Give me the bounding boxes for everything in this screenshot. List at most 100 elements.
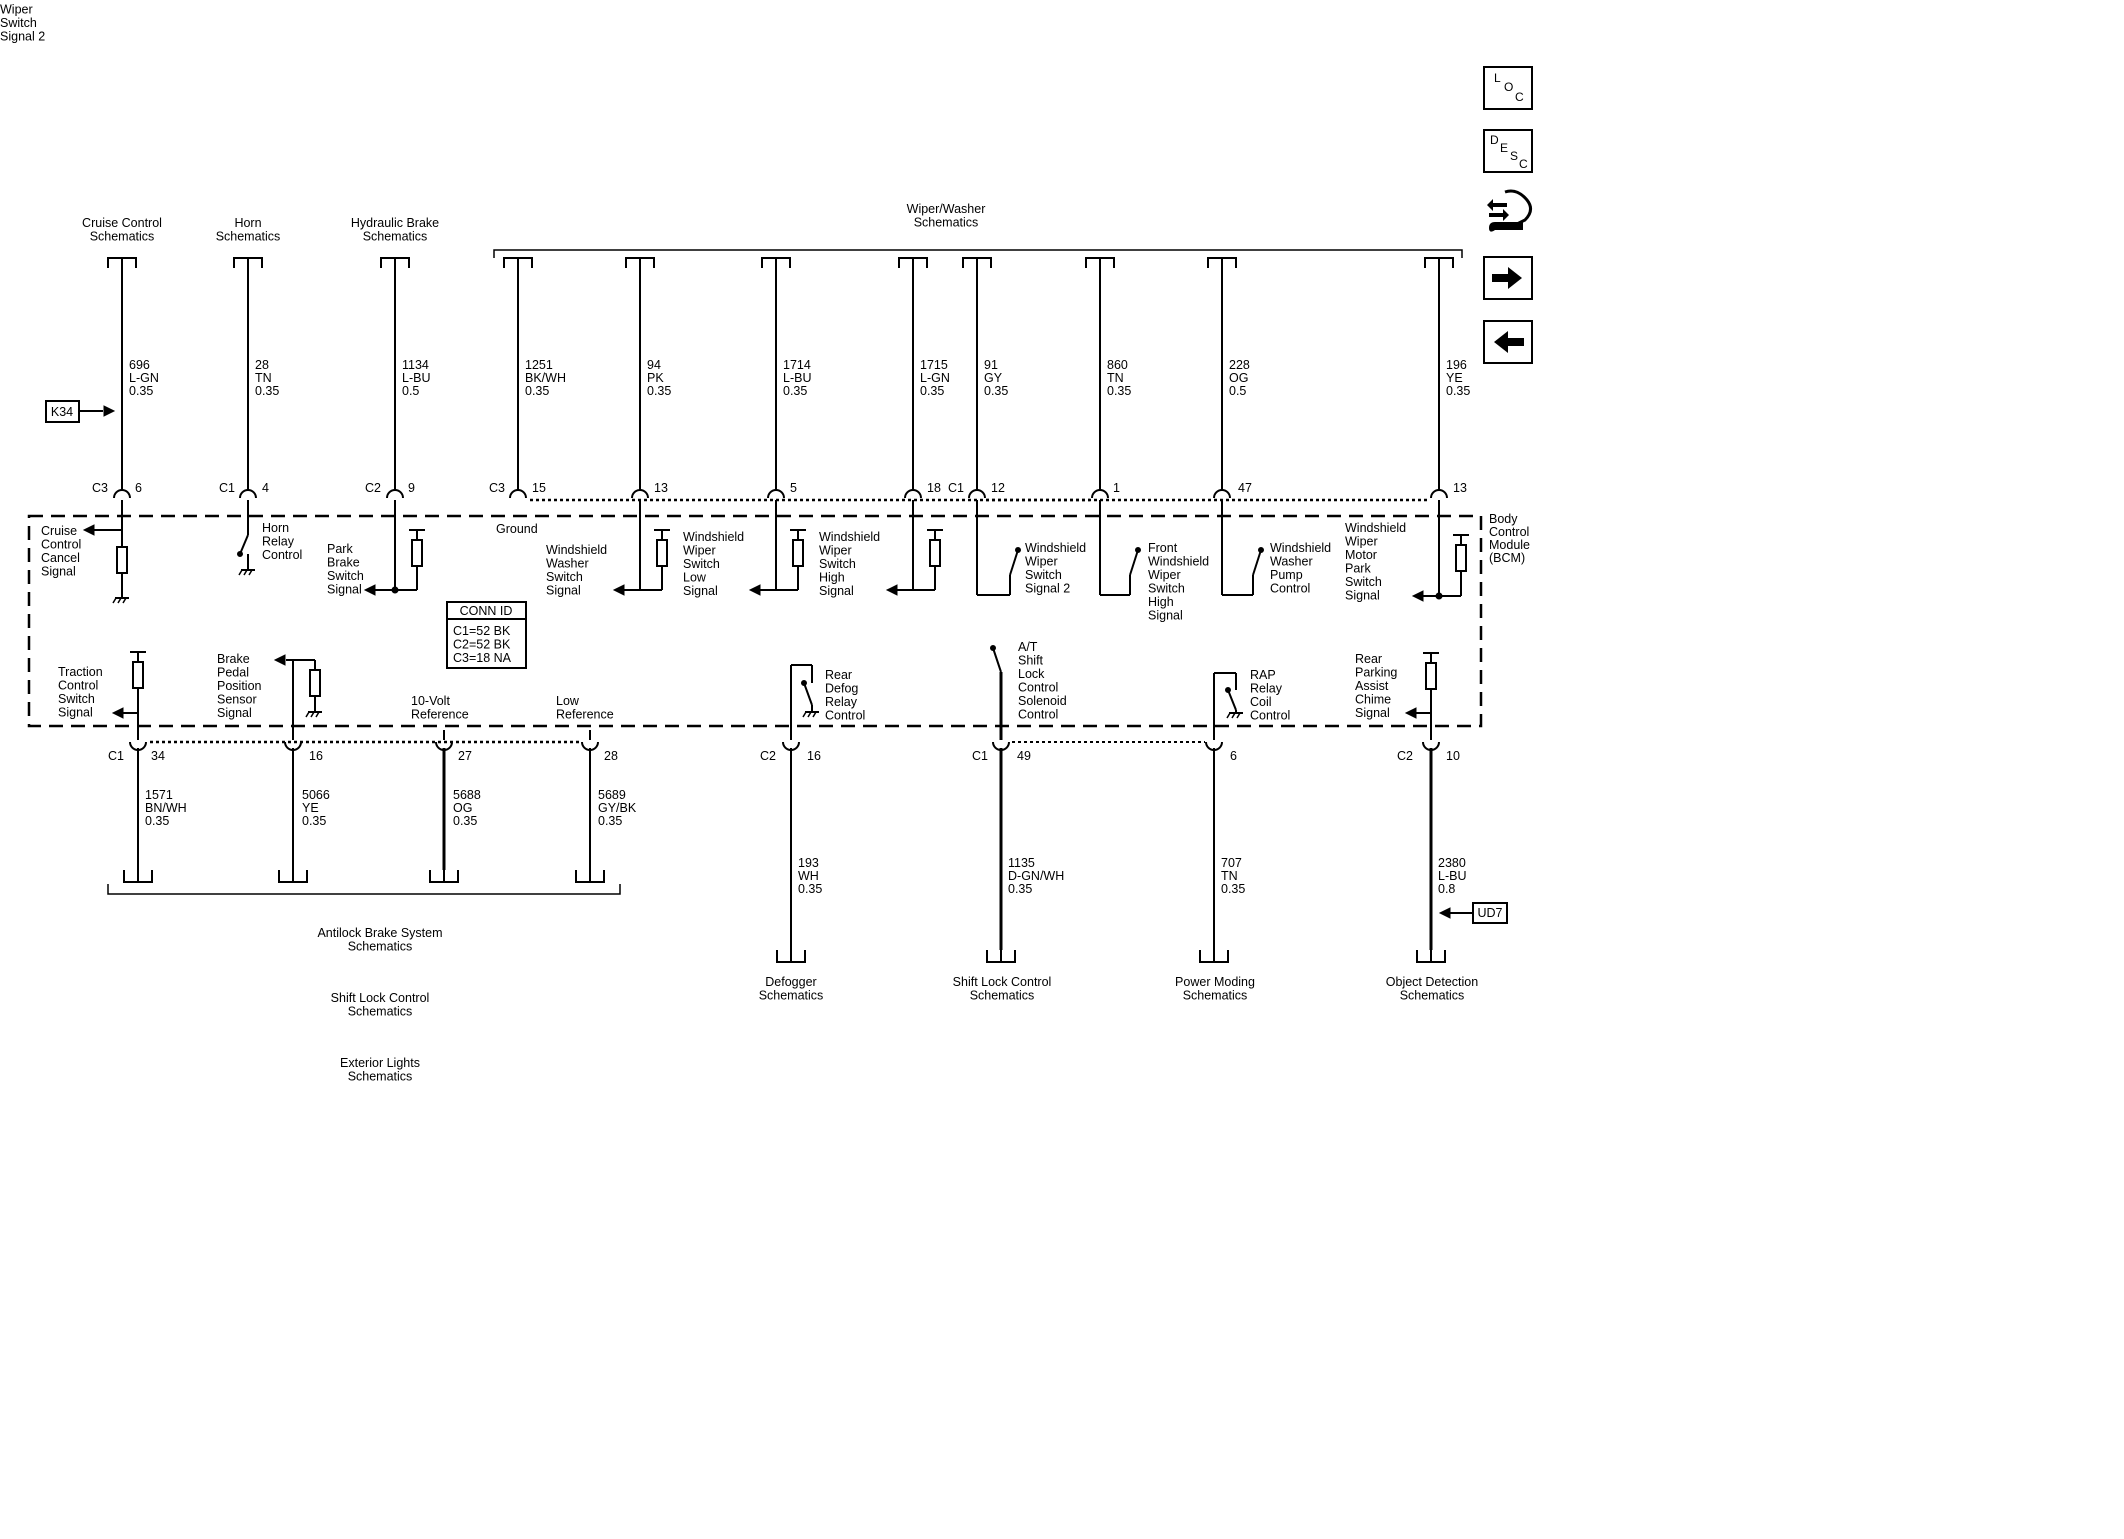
circuit-number: 28 xyxy=(255,358,269,372)
group-label: Schematics xyxy=(970,989,1035,1003)
function-label: Rear xyxy=(825,668,852,682)
function-label: Windshield xyxy=(1270,541,1331,555)
ground-symbol xyxy=(1226,712,1231,719)
module-label: Module xyxy=(1489,538,1530,552)
circuit-number: 1571 xyxy=(145,788,173,802)
function-label: Signal 2 xyxy=(0,30,45,44)
function-label: Signal xyxy=(1355,706,1390,720)
pin-number: 34 xyxy=(151,749,165,763)
inline-connector xyxy=(1213,489,1231,499)
switch-contact xyxy=(803,682,813,706)
wire-gauge: 0.35 xyxy=(255,384,279,398)
switch-pivot xyxy=(1258,547,1264,553)
ground-symbol xyxy=(802,711,807,718)
circuit-number: 1251 xyxy=(525,358,553,372)
function-label: Washer xyxy=(546,557,589,571)
arrow-left-icon xyxy=(1438,907,1451,919)
function-label: Relay xyxy=(262,535,295,549)
switch-pivot xyxy=(1225,687,1231,693)
function-label: Windshield xyxy=(683,530,744,544)
wire-gauge: 0.35 xyxy=(783,384,807,398)
ground-symbol xyxy=(243,569,248,576)
circuit-number: 707 xyxy=(1221,856,1242,870)
function-label: Signal xyxy=(546,584,581,598)
circuit-number: 1715 xyxy=(920,358,948,372)
module-label: Body xyxy=(1489,512,1518,526)
group-brace xyxy=(107,884,621,895)
ground-label: Ground xyxy=(496,522,538,536)
function-label: Signal 2 xyxy=(1025,582,1070,596)
function-label: Control xyxy=(1250,709,1290,723)
pin-number: 12 xyxy=(991,481,1005,495)
circuit-number: 696 xyxy=(129,358,150,372)
function-label: Windshield xyxy=(819,530,880,544)
wire-color: OG xyxy=(453,801,472,815)
inline-connector xyxy=(509,489,527,499)
inline-connector xyxy=(767,489,785,499)
function-label: Windshield xyxy=(0,0,61,3)
ground-symbol xyxy=(238,569,243,576)
connector-id: C2 xyxy=(1397,749,1413,763)
group-label: Schematics xyxy=(348,1070,413,1084)
function-label: Switch xyxy=(0,16,37,30)
loc-letter: O xyxy=(1504,80,1514,94)
wire-gauge: 0.35 xyxy=(984,384,1008,398)
function-label: Motor xyxy=(1345,548,1377,562)
desc-button[interactable]: D E S C xyxy=(1483,129,1533,173)
function-label: Signal xyxy=(683,584,718,598)
function-label: Switch xyxy=(546,570,583,584)
function-label: Control xyxy=(1018,708,1058,722)
function-label: Wiper xyxy=(819,544,852,558)
function-label: RAP xyxy=(1250,668,1276,682)
wire-color: L-GN xyxy=(129,371,159,385)
previous-page-button[interactable] xyxy=(1483,320,1533,364)
function-label: Position xyxy=(217,679,262,693)
wire-color: YE xyxy=(302,801,319,815)
pin-number: 6 xyxy=(135,481,142,495)
pin-number: 10 xyxy=(1446,749,1460,763)
repair-tool-button[interactable] xyxy=(1483,188,1533,232)
group-label: Exterior Lights xyxy=(340,1056,420,1070)
circuit-number: 1135 xyxy=(1008,856,1035,870)
function-label: Cruise xyxy=(41,524,77,538)
function-label: A/T xyxy=(1018,640,1038,654)
desc-letter: D xyxy=(1490,133,1499,147)
function-label: Wiper xyxy=(1025,555,1058,569)
inline-connector xyxy=(904,489,922,499)
function-label: Signal xyxy=(1148,609,1183,623)
group-label: Shift Lock Control xyxy=(953,975,1052,989)
next-page-button[interactable] xyxy=(1483,256,1533,300)
connector-id: C2 xyxy=(760,749,776,763)
pin-number: 4 xyxy=(262,481,269,495)
circuit-number: 860 xyxy=(1107,358,1128,372)
group-label: Schematics xyxy=(348,940,413,954)
loc-button[interactable]: L O C xyxy=(1483,66,1533,110)
group-label: Object Detection xyxy=(1386,975,1478,989)
function-label: Control xyxy=(1018,681,1058,695)
arrow-right-icon xyxy=(1492,267,1522,289)
pin-number: 1 xyxy=(1113,481,1120,495)
wire-gauge: 0.35 xyxy=(129,384,153,398)
function-label: Low xyxy=(683,571,707,585)
bcm-module-outline xyxy=(27,514,1483,728)
ground-symbol xyxy=(305,711,310,718)
group-label: Defogger xyxy=(765,975,816,989)
bcm-wiring-diagram: Cruise ControlSchematicsHornSchematicsHy… xyxy=(0,0,1530,1084)
module-label: (BCM) xyxy=(1489,551,1525,565)
function-label: Chime xyxy=(1355,693,1391,707)
function-label: Coil xyxy=(1250,695,1272,709)
inline-connector xyxy=(968,489,986,499)
wire-gauge: 0.35 xyxy=(525,384,549,398)
function-label: Signal xyxy=(41,565,76,579)
group-brace xyxy=(493,249,1463,258)
function-label: Cancel xyxy=(41,551,80,565)
switch-pivot xyxy=(1015,547,1021,553)
resistor xyxy=(1455,544,1467,572)
resistor xyxy=(929,539,941,567)
group-label: Schematics xyxy=(1400,989,1465,1003)
pin-number: 5 xyxy=(790,481,797,495)
function-label: Signal xyxy=(819,584,854,598)
function-label: Park xyxy=(327,542,353,556)
function-label: Switch xyxy=(1025,568,1062,582)
resistor xyxy=(132,661,144,689)
